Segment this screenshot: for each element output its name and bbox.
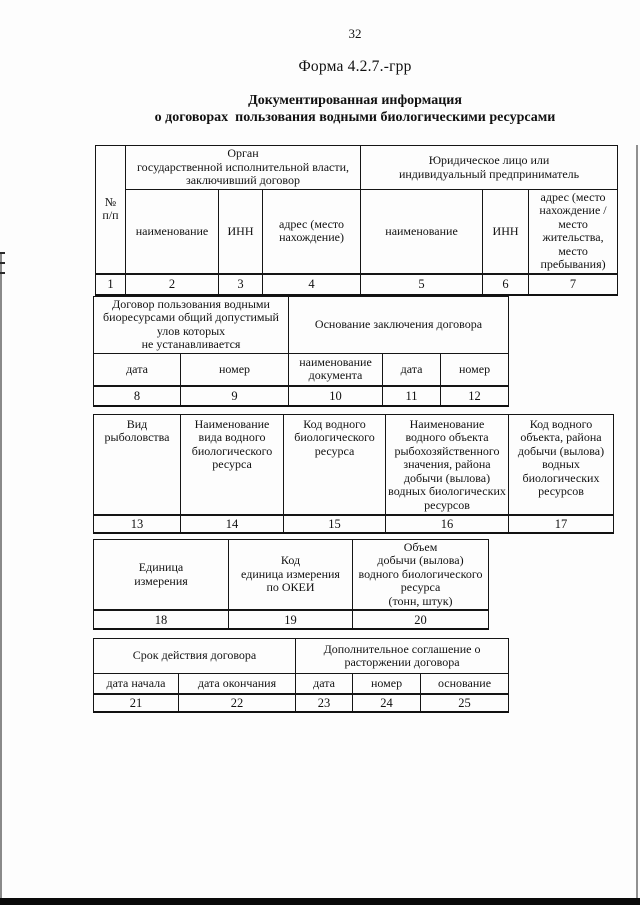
t3-header-water-object-name: Наименование водного объекта рыбохозяйст… — [385, 414, 509, 516]
t5-colnum-25: 25 — [420, 693, 510, 713]
t1-colnum-6: 6 — [482, 272, 530, 296]
t2-header-date: дата — [93, 352, 181, 387]
table-row: Договор пользования водными биоресурсами… — [92, 296, 510, 354]
document-title: Документированная информация о договорах… — [70, 92, 640, 126]
t2-colnum-8: 8 — [93, 384, 181, 407]
t1-colnum-7: 7 — [528, 272, 619, 296]
t2-colnum-11: 11 — [382, 384, 442, 407]
t2-header-number: номер — [179, 352, 290, 387]
t1-header-authority-name: наименование — [125, 188, 219, 275]
t3-header-resource-code: Код водного биологического ресурса — [283, 414, 386, 516]
t2-group-contract: Договор пользования водными биоресурсами… — [92, 296, 290, 354]
t2-group-basis: Основание заключения договора — [288, 296, 510, 354]
t3-header-water-object-code: Код водного объекта, района добычи (выло… — [508, 414, 614, 516]
t3-colnum-16: 16 — [385, 514, 509, 534]
table-resource: Вид рыболовства Наименование вида водног… — [93, 414, 614, 534]
t4-header-okei-code: Код единица измерения по ОКЕИ — [228, 539, 353, 611]
document-title-line2: о договорах пользования водными биологич… — [154, 110, 556, 125]
t5-header-term-basis: основание — [420, 673, 510, 695]
table-row: № п/п Орган государственной исполнительн… — [95, 144, 619, 275]
table-contract-basis: Договор пользования водными биоресурсами… — [92, 296, 510, 407]
t1-header-entity-address: адрес (место нахождение / место жительст… — [528, 188, 619, 275]
table-row-column-numbers: 13 14 15 16 17 — [93, 514, 614, 534]
table-row-column-numbers: 8 9 10 11 12 — [93, 384, 510, 407]
t5-group-termination: Дополнительное соглашение о расторжении … — [295, 638, 510, 674]
t1-colnum-5: 5 — [360, 272, 484, 296]
form-label: Форма 4.2.7.-грр — [298, 58, 412, 75]
t5-colnum-24: 24 — [352, 693, 422, 713]
t4-header-catch-volume: Объем добычи (вылова) водного биологичес… — [352, 539, 489, 611]
t5-group-term: Срок действия договора — [92, 638, 297, 674]
t4-colnum-19: 19 — [228, 609, 353, 630]
t1-group-entity: Юридическое лицо или индивидуальный пред… — [360, 145, 619, 190]
t3-header-resource-name: Наименование вида водного биологического… — [180, 414, 284, 516]
table-volume: Единица измерения Код единица измерения … — [93, 539, 489, 631]
scan-bottom-bar — [0, 898, 640, 905]
t2-colnum-10: 10 — [288, 384, 384, 407]
t2-colnum-9: 9 — [179, 384, 290, 407]
t2-header-basis-number: номер — [440, 352, 510, 387]
scan-edge-dash — [0, 272, 5, 274]
t5-colnum-21: 21 — [93, 693, 179, 713]
t3-colnum-13: 13 — [93, 514, 181, 534]
t5-header-term-date: дата — [295, 673, 354, 695]
t3-colnum-17: 17 — [508, 514, 614, 534]
table-row-column-numbers: 21 22 23 24 25 — [93, 693, 510, 713]
t1-header-entity-inn: ИНН — [482, 188, 530, 275]
scan-edge-dash — [0, 252, 5, 254]
t1-colnum-2: 2 — [125, 272, 219, 296]
page-number: 32 — [348, 26, 362, 41]
table-parties: № п/п Орган государственной исполнительн… — [95, 144, 619, 296]
t2-colnum-12: 12 — [440, 384, 510, 407]
t2-header-doc-name: наименование документа — [288, 352, 384, 387]
table-row: наименование ИНН адрес (место нахождение… — [96, 188, 619, 275]
scan-edge-dash — [0, 262, 5, 264]
t3-header-fishery-type: Вид рыболовства — [93, 414, 181, 516]
table-row: дата номер наименование документа дата н… — [93, 352, 510, 387]
table-row: Единица измерения Код единица измерения … — [93, 539, 489, 611]
t1-colnum-4: 4 — [261, 272, 362, 296]
t3-colnum-14: 14 — [180, 514, 284, 534]
table-row: Вид рыболовства Наименование вида водног… — [93, 414, 614, 516]
t1-colnum-1: 1 — [95, 272, 126, 296]
t4-colnum-20: 20 — [352, 609, 489, 630]
t5-header-start-date: дата начала — [93, 673, 179, 695]
t5-header-end-date: дата окончания — [177, 673, 297, 695]
table-row-column-numbers: 18 19 20 — [93, 609, 489, 630]
scan-edge-right-line — [636, 145, 638, 905]
t4-header-unit: Единица измерения — [93, 539, 229, 611]
t4-colnum-18: 18 — [93, 609, 229, 630]
t1-header-authority-address: адрес (место нахождение) — [261, 188, 362, 275]
table-row-column-numbers: 1 2 3 4 5 6 7 — [95, 272, 619, 296]
t3-colnum-15: 15 — [283, 514, 386, 534]
t2-header-basis-date: дата — [382, 352, 442, 387]
table-row: дата начала дата окончания дата номер ос… — [93, 673, 510, 695]
table-term: Срок действия договора Дополнительное со… — [92, 638, 510, 713]
document-title-line1: Документированная информация — [248, 93, 462, 108]
t5-header-term-number: номер — [352, 673, 422, 695]
t5-colnum-22: 22 — [177, 693, 297, 713]
scan-edge-left-line — [0, 253, 2, 905]
t1-header-row-number: № п/п — [95, 144, 126, 275]
t1-header-entity-name: наименование — [360, 188, 484, 275]
t1-group-authority: Орган государственной исполнительной вла… — [124, 145, 362, 190]
t1-header-authority-inn: ИНН — [218, 188, 263, 275]
t5-colnum-23: 23 — [295, 693, 354, 713]
table-row: Срок действия договора Дополнительное со… — [92, 638, 510, 674]
t1-colnum-3: 3 — [218, 272, 263, 296]
